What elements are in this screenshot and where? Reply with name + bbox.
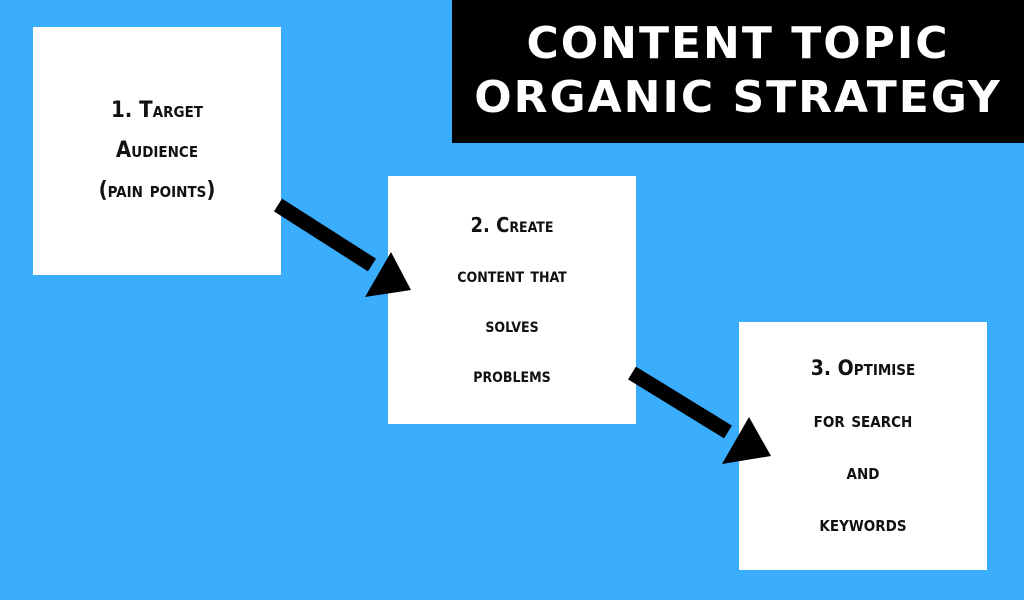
step-3-box: 3. Optimise for search and keywords <box>739 322 987 570</box>
step-2-box: 2. Create content that solves problems <box>388 176 636 424</box>
step-1-line-3: (pain points) <box>98 178 216 203</box>
step-2-line-1: 2. Create <box>470 213 554 237</box>
step-3-line-4: keywords <box>819 512 907 536</box>
step-1-box: 1. Target Audience (pain points) <box>33 27 281 275</box>
arrow-1-icon <box>273 198 411 297</box>
step-3-line-1: 3. Optimise <box>810 356 916 380</box>
step-3-line-2: for search <box>813 408 913 432</box>
step-1-line-1: 1. Target <box>110 98 204 123</box>
title-line-1: CONTENT TOPIC <box>526 17 950 69</box>
step-2-line-4: problems <box>473 363 551 387</box>
step-2-line-3: solves <box>485 313 539 337</box>
step-3-line-3: and <box>846 460 880 484</box>
title-line-2: ORGANIC STRATEGY <box>474 71 1002 123</box>
title-banner: CONTENT TOPIC ORGANIC STRATEGY <box>452 0 1024 143</box>
step-2-line-2: content that <box>457 263 567 287</box>
step-1-line-2: Audience <box>115 138 199 163</box>
arrow-2-icon <box>628 366 771 464</box>
